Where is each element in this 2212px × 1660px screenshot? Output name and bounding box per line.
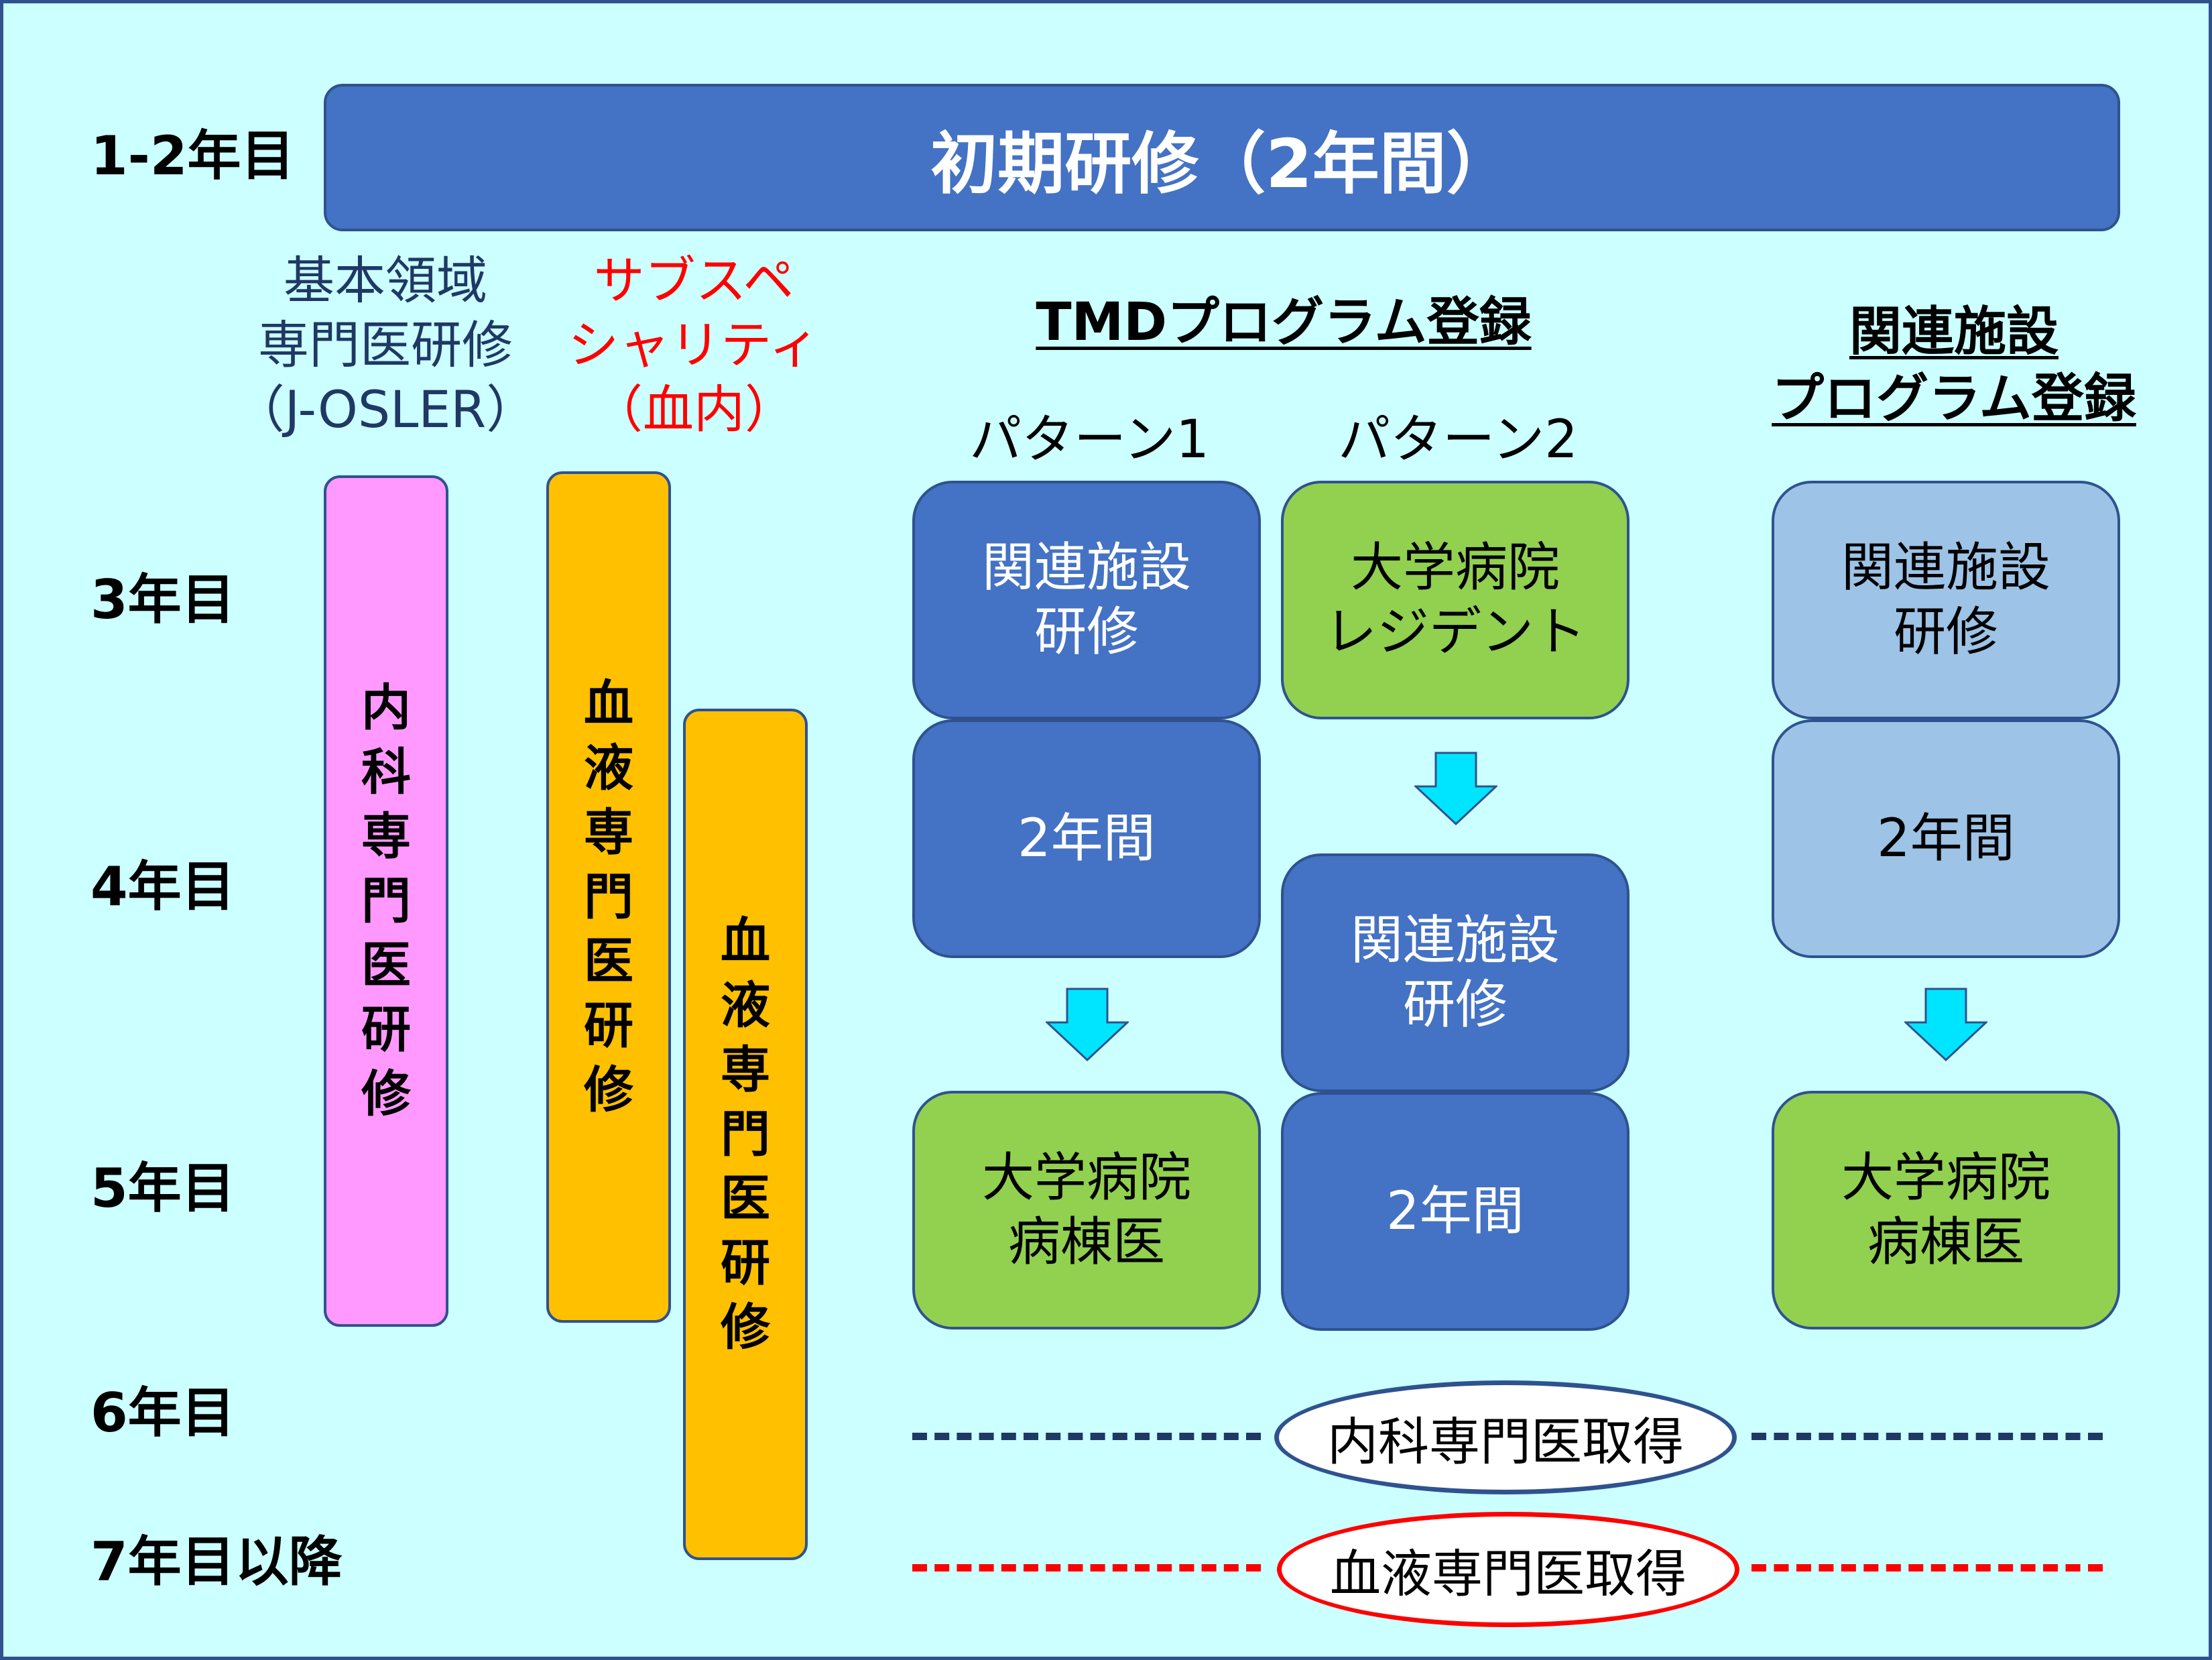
initial-training-label: 初期研修（2年間） xyxy=(930,124,1514,203)
hematology-training-bar-b: 血液専門医研修 xyxy=(683,709,808,1560)
internal-medicine-training-label: 内科専門医研修 xyxy=(361,679,411,1123)
pattern2-label: パターン2 xyxy=(1338,410,1578,470)
year-label-5: 5年目 xyxy=(90,1157,235,1220)
internal-specialist-oval: 内科専門医取得 xyxy=(1274,1380,1737,1494)
pattern1-two-years-label: 2年間 xyxy=(1018,809,1156,869)
initial-training-bar: 初期研修（2年間） xyxy=(324,84,2120,231)
basic-domain-heading-line2: 専門医研修 xyxy=(258,315,513,375)
hematology-specialist-dashed-line-left xyxy=(912,1564,1261,1572)
down-arrow-icon xyxy=(1046,988,1129,1061)
down-arrow-icon xyxy=(1904,988,1987,1061)
pattern2-affiliated-training-label: 関連施設 研修 xyxy=(1350,910,1560,1035)
year-label-6: 6年目 xyxy=(90,1382,235,1444)
pattern2-university-resident-box: 大学病院 レジデント xyxy=(1281,481,1630,719)
subspecialty-heading: サブスペ シャリティ （血内） xyxy=(540,249,848,442)
pattern2-two-years-box: 2年間 xyxy=(1281,1092,1630,1331)
affiliated-university-ward-label: 大学病院 病棟医 xyxy=(1841,1148,2050,1272)
affiliated-two-years-box: 2年間 xyxy=(1772,719,2120,958)
hematology-training-label-a: 血液専門医研修 xyxy=(584,675,633,1119)
internal-specialist-dashed-line-left xyxy=(912,1433,1261,1440)
tmd-program-title: TMDプログラム登録 xyxy=(1036,292,1532,353)
year-label-7-plus: 7年目以降 xyxy=(90,1531,343,1593)
pattern1-university-ward-label: 大学病院 病棟医 xyxy=(981,1148,1191,1272)
pattern2-university-resident-label: 大学病院 レジデント xyxy=(1324,538,1586,662)
subspecialty-heading-line2: シャリティ xyxy=(568,315,820,375)
affiliated-training-box: 関連施設 研修 xyxy=(1772,481,2120,719)
affiliated-two-years-label: 2年間 xyxy=(1877,809,2015,869)
affiliated-university-ward-box: 大学病院 病棟医 xyxy=(1772,1091,2120,1329)
down-arrow-icon xyxy=(1414,752,1497,825)
pattern1-university-ward-box: 大学病院 病棟医 xyxy=(912,1091,1261,1329)
internal-specialist-label: 内科専門医取得 xyxy=(1327,1412,1684,1472)
hematology-training-label-b: 血液専門医研修 xyxy=(721,912,770,1356)
hematology-specialist-oval: 血液専門医取得 xyxy=(1277,1512,1739,1627)
pattern2-affiliated-training-box: 関連施設 研修 xyxy=(1281,853,1630,1092)
affiliated-program-title: 関連施設 プログラム登録 xyxy=(1719,298,2189,432)
year-label-3: 3年目 xyxy=(90,569,235,631)
hematology-specialist-dashed-line-right xyxy=(1752,1564,2103,1572)
basic-domain-heading-line3: （J-OSLER） xyxy=(233,379,538,439)
hematology-specialist-label: 血液専門医取得 xyxy=(1330,1544,1686,1604)
internal-medicine-training-bar: 内科専門医研修 xyxy=(324,475,448,1327)
pattern1-affiliated-training-label: 関連施設 研修 xyxy=(981,538,1191,662)
year-label-1-2: 1-2年目 xyxy=(90,125,295,187)
subspecialty-heading-line1: サブスペ xyxy=(593,251,794,310)
internal-specialist-dashed-line-right xyxy=(1752,1433,2103,1440)
pattern1-label: パターン1 xyxy=(969,410,1209,470)
affiliated-program-title-line1: 関連施設 xyxy=(1849,302,2059,362)
basic-domain-heading: 基本領域 専門医研修 （J-OSLER） xyxy=(231,249,540,442)
affiliated-training-label: 関連施設 研修 xyxy=(1841,538,2050,662)
affiliated-program-title-line2: プログラム登録 xyxy=(1772,369,2136,429)
subspecialty-heading-line3: （血内） xyxy=(592,379,796,439)
year-label-4: 4年目 xyxy=(90,855,235,918)
pattern2-two-years-label: 2年間 xyxy=(1386,1181,1524,1242)
pattern1-two-years-box: 2年間 xyxy=(912,719,1261,958)
basic-domain-heading-line1: 基本領域 xyxy=(284,251,487,310)
hematology-training-bar-a: 血液専門医研修 xyxy=(546,471,671,1323)
pattern1-affiliated-training-box: 関連施設 研修 xyxy=(912,481,1261,719)
